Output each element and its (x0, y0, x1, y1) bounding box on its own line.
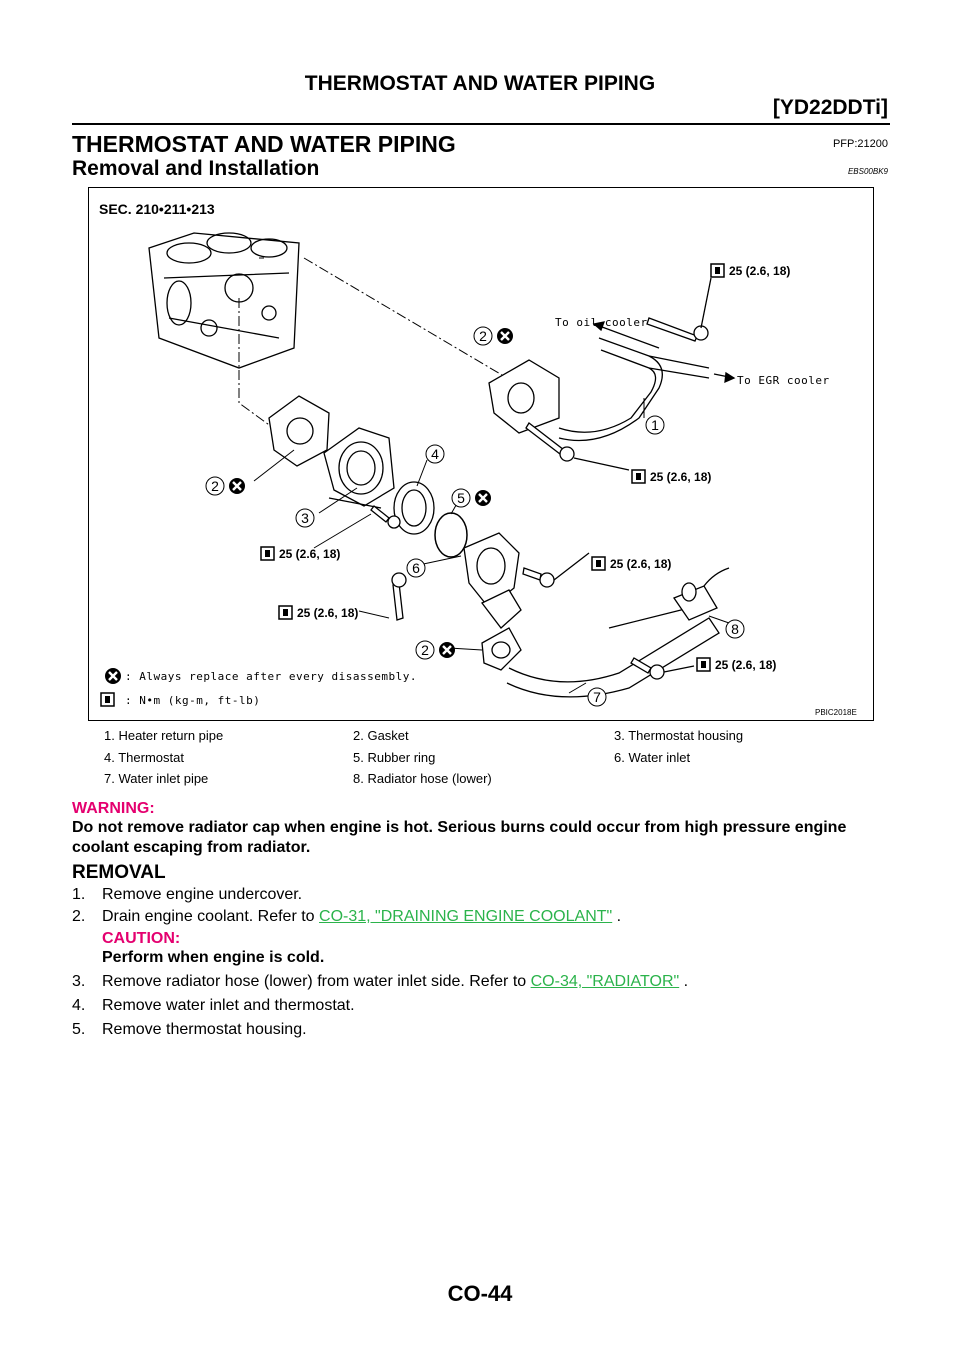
caution-text: Perform when engine is cold. (102, 949, 325, 966)
step-number: 4. (72, 997, 86, 1014)
legend-unit: : N•m (kg-m, ft-lb) (100, 692, 260, 707)
sec-label: SEC. 210•211•213 (99, 201, 215, 217)
callout-1: 1 (645, 415, 665, 435)
parts-list-item: 4. Thermostat (104, 750, 184, 765)
water-inlet-pipe (506, 607, 720, 698)
subsection-code: EBS00BK9 (847, 167, 888, 176)
callout-4: 4 (425, 444, 445, 464)
step-text: Drain engine coolant. Refer to (102, 908, 320, 925)
gasket-lower (481, 589, 522, 671)
page-number: CO-44 (447, 1281, 513, 1306)
svg-text:25 (2.6, 18): 25 (2.6, 18) (650, 470, 711, 484)
to-oil-cooler-label: To oil cooler (555, 316, 648, 329)
torque-label-2: 25 (2.6, 18) (631, 469, 711, 484)
removal-step: 5. Remove thermostat housing. (72, 1021, 307, 1039)
header-rule (72, 123, 890, 125)
step-number: 1. (72, 886, 86, 903)
step-text: Remove engine undercover. (102, 886, 303, 903)
section-title: THERMOSTAT AND WATER PIPING (72, 131, 456, 157)
step-text-after: . (679, 973, 689, 990)
callout-3: 3 (295, 508, 315, 528)
rubber-ring (434, 512, 468, 558)
step-text: Remove water inlet and thermostat. (102, 997, 355, 1014)
cylinder-block (148, 232, 300, 369)
svg-text:3: 3 (301, 510, 309, 526)
torque-label-5: 25 (2.6, 18) (278, 605, 358, 620)
removal-step: 1. Remove engine undercover. (72, 886, 302, 904)
svg-text:2: 2 (211, 478, 219, 494)
svg-text:8: 8 (731, 621, 739, 637)
svg-text:25 (2.6, 18): 25 (2.6, 18) (729, 264, 790, 278)
warning-label: WARNING: (72, 800, 155, 817)
callout-7: 7 (587, 687, 607, 707)
callout-2c: 2 (415, 640, 457, 660)
parts-list-item: 7. Water inlet pipe (104, 771, 209, 786)
bolt-top (646, 277, 712, 342)
removal-step: 4. Remove water inlet and thermostat. (72, 997, 355, 1015)
to-egr-cooler-label: To EGR cooler (737, 374, 830, 387)
subsection-title: Removal and Installation (72, 157, 320, 180)
step-number: 5. (72, 1021, 86, 1038)
svg-text:2: 2 (479, 328, 487, 344)
svg-text:25 (2.6, 18): 25 (2.6, 18) (279, 547, 340, 561)
step-text: Remove radiator hose (lower) from water … (102, 973, 531, 990)
parts-list-item: 5. Rubber ring (353, 750, 436, 765)
step-number: 2. (72, 908, 86, 925)
thermostat-housing (323, 427, 395, 509)
header-title: THERMOSTAT AND WATER PIPING (304, 72, 656, 95)
legend-replace: : Always replace after every disassembly… (103, 666, 417, 686)
image-code: PBIC2018E (815, 708, 857, 717)
torque-label-3: 25 (2.6, 18) (260, 546, 340, 561)
parts-list-item: 2. Gasket (353, 728, 409, 743)
svg-text:: Always replace after every d: : Always replace after every disassembly… (125, 670, 417, 683)
callout-2a: 2 (473, 326, 515, 346)
parts-list-item: 3. Thermostat housing (614, 728, 744, 743)
callout-2b: 2 (205, 476, 247, 496)
water-inlet (463, 532, 520, 609)
svg-text:25 (2.6, 18): 25 (2.6, 18) (297, 606, 358, 620)
bolt-lower (391, 572, 407, 621)
heater-return-pipe (488, 337, 710, 442)
parts-list-item: 8. Radiator hose (lower) (353, 771, 492, 786)
bolt-mid (525, 422, 630, 471)
thermostat-part (393, 481, 435, 535)
parts-list-item: 1. Heater return pipe (104, 728, 224, 743)
step-number: 3. (72, 973, 86, 990)
removal-step: 2. Drain engine coolant. Refer to CO-31, … (72, 908, 621, 926)
bolt-pipe (630, 657, 695, 680)
svg-text:: N•m (kg-m, ft-lb): : N•m (kg-m, ft-lb) (125, 694, 260, 707)
svg-text:4: 4 (431, 446, 439, 462)
svg-text:5: 5 (457, 490, 465, 506)
torque-label-1: 25 (2.6, 18) (710, 263, 790, 278)
gasket-housing (268, 395, 330, 467)
step-text: Remove thermostat housing. (102, 1021, 307, 1038)
caution-label: CAUTION: (102, 930, 181, 947)
cross-reference-link[interactable]: CO-31, "DRAINING ENGINE COOLANT" (319, 908, 613, 925)
bolt-inlet (522, 552, 590, 588)
removal-step: 3. Remove radiator hose (lower) from wate… (72, 973, 688, 991)
svg-text:25 (2.6, 18): 25 (2.6, 18) (715, 658, 776, 672)
callout-8: 8 (725, 619, 745, 639)
callout-6: 6 (406, 558, 426, 578)
callout-5: 5 (451, 488, 493, 508)
torque-label-6: 25 (2.6, 18) (696, 657, 776, 672)
svg-text:1: 1 (651, 417, 659, 433)
warning-text: Do not remove radiator cap when engine i… (72, 819, 847, 856)
bolt-housing (370, 505, 401, 529)
svg-text:7: 7 (593, 689, 601, 705)
radiator-hose-lower (673, 567, 730, 621)
svg-text:25 (2.6, 18): 25 (2.6, 18) (610, 557, 671, 571)
parts-list-item: 6. Water inlet (614, 750, 691, 765)
step-text-after: . (612, 908, 622, 925)
svg-text:2: 2 (421, 642, 429, 658)
section-code: PFP:21200 (832, 138, 888, 150)
exploded-view-diagram: SEC. 210•211•213 (88, 187, 874, 721)
removal-heading: REMOVAL (72, 862, 166, 883)
header-model: [YD22DDTi] (772, 96, 888, 119)
svg-text:6: 6 (412, 560, 420, 576)
torque-label-4: 25 (2.6, 18) (591, 556, 671, 571)
cross-reference-link[interactable]: CO-34, "RADIATOR" (530, 973, 680, 990)
